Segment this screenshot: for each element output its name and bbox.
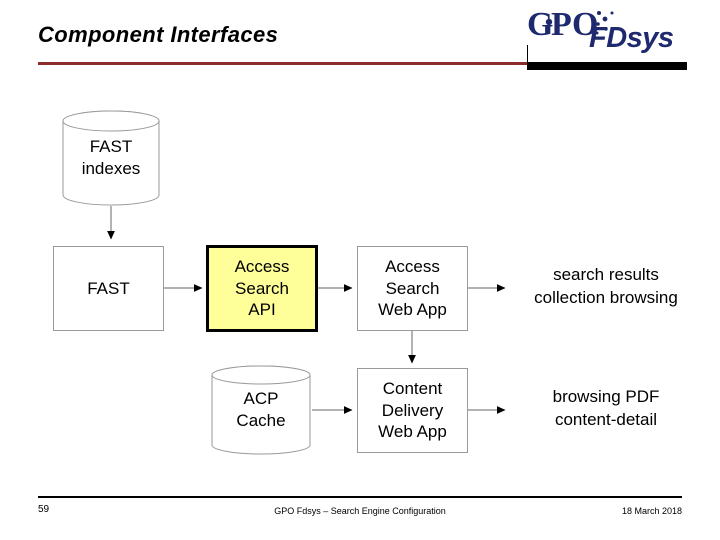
- node-label-line3: Web App: [378, 422, 447, 442]
- gpo-fdsys-logo: G P O FDsys: [527, 4, 713, 70]
- node-label-line2: Cache: [236, 411, 286, 430]
- logo-black-bar: [527, 62, 687, 70]
- node-label-line1: Access: [385, 256, 440, 276]
- node-label-line2: Delivery: [381, 400, 444, 420]
- svg-text:O: O: [572, 6, 597, 43]
- footer-title: GPO Fdsys – Search Engine Configuration: [274, 506, 446, 516]
- node-label-line1: Access: [234, 256, 290, 276]
- node-label-line1: Content: [382, 378, 443, 398]
- node-label-line1: FAST: [89, 137, 133, 157]
- node-access-search-web-app[interactable]: Access Search Web App: [357, 246, 468, 331]
- annotation-line2: content-detail: [554, 410, 658, 430]
- node-fast[interactable]: FAST: [53, 246, 164, 331]
- annotation-line1: browsing PDF: [552, 387, 660, 406]
- cylinder-shape: [211, 365, 311, 455]
- annotation-line1: search results: [553, 265, 659, 284]
- node-label: Access Search API: [235, 256, 290, 321]
- node-label-line3: API: [248, 300, 276, 320]
- node-label: ACP Cache: [211, 365, 311, 455]
- footer-date: 18 March 2018: [621, 506, 682, 516]
- node-fast-indexes[interactable]: FAST indexes: [62, 110, 160, 206]
- gpo-logo-icon: G P O: [527, 6, 614, 43]
- cylinder-shape: [62, 110, 160, 206]
- node-label-line2: indexes: [81, 159, 141, 178]
- annotation-delivery-output: browsing PDF content-detail: [516, 385, 696, 432]
- node-label: FAST: [87, 278, 130, 298]
- node-label-line2: Search: [235, 278, 289, 298]
- svg-text:P: P: [551, 6, 571, 43]
- annotation-search-output: search results collection browsing: [516, 263, 696, 310]
- title-underline-rule: [38, 62, 528, 65]
- logo-vertical-rule: [527, 45, 528, 69]
- annotation-line2: collection browsing: [534, 288, 678, 308]
- node-label-line2: Search: [385, 278, 440, 298]
- footer-rule: [38, 496, 682, 498]
- node-label: Access Search Web App: [378, 256, 447, 321]
- fdsys-wordmark: FDsys: [589, 22, 674, 54]
- page-title: Component Interfaces: [38, 22, 279, 47]
- node-label-line3: Web App: [378, 300, 447, 320]
- node-label-line1: ACP: [243, 389, 279, 409]
- node-acp-cache[interactable]: ACP Cache: [211, 365, 311, 455]
- node-content-delivery-web-app[interactable]: Content Delivery Web App: [357, 368, 468, 453]
- node-label: FAST indexes: [62, 110, 160, 206]
- footer-page-number: 59: [38, 504, 50, 515]
- node-label: Content Delivery Web App: [378, 378, 447, 443]
- node-access-search-api[interactable]: Access Search API: [206, 245, 318, 332]
